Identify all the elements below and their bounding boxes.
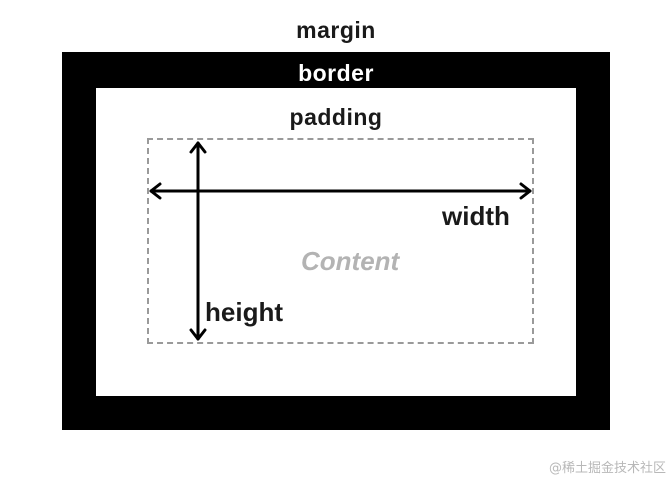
margin-label: margin	[296, 17, 376, 43]
width-label: width	[442, 201, 510, 231]
watermark: @稀土掘金技术社区	[548, 461, 666, 476]
content-label: Content	[301, 246, 400, 276]
border-label: border	[298, 60, 374, 86]
content-box	[147, 138, 534, 344]
height-label: height	[205, 297, 283, 327]
width-arrow	[149, 182, 532, 200]
height-arrow	[189, 141, 207, 341]
padding-label: padding	[289, 104, 383, 130]
